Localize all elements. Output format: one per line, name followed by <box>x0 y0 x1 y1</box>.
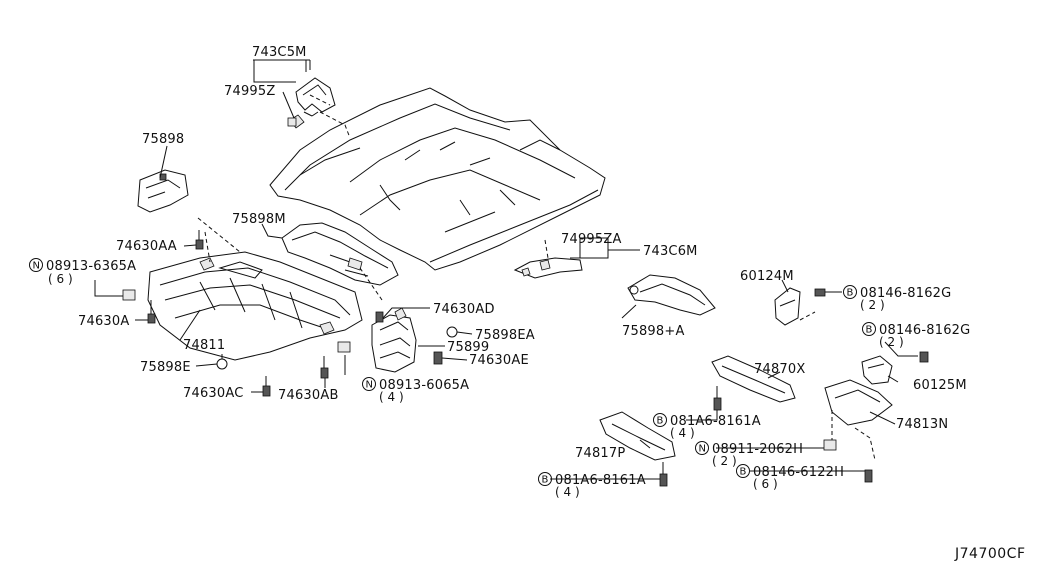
label-08911-2062h: 08911-2062H <box>712 442 803 457</box>
b-badge-icon <box>736 464 750 478</box>
label-74817p: 74817P <box>575 446 625 461</box>
label-74630ab: 74630AB <box>278 388 339 403</box>
label-75899: 75899 <box>447 340 489 355</box>
diagram-reference-code: J74700CF <box>954 546 1026 562</box>
label-75898a: 75898+A <box>622 324 685 339</box>
label-743c6m: 743C6M <box>643 244 698 259</box>
label-74995za: 74995ZA <box>561 232 622 247</box>
part-75898a <box>627 274 716 316</box>
n-badge-icon <box>29 258 43 272</box>
labels: 743C5M 74995Z 75898 75898M 74630AA N 089… <box>29 45 1026 562</box>
label-74995z: 74995Z <box>224 84 275 99</box>
label-74870x: 74870X <box>754 362 805 377</box>
label-60125m: 60125M <box>913 378 967 393</box>
bracket-743c5m <box>289 77 336 129</box>
b-badge-icon <box>843 285 857 299</box>
label-743c5m: 743C5M <box>252 45 307 60</box>
n-badge-letter: N <box>33 261 40 272</box>
part-75898m <box>281 222 399 286</box>
label-08913-6365a: 08913-6365A <box>46 259 136 274</box>
part-75898 <box>137 169 189 213</box>
label-74630ac: 74630AC <box>183 386 244 401</box>
fasteners <box>122 117 929 487</box>
qty-08146-6122h: ( 6 ) <box>753 477 778 491</box>
part-60124m <box>774 287 816 326</box>
qty-08913-6365a: ( 6 ) <box>48 272 73 286</box>
b-badge-letter: B <box>542 475 549 486</box>
label-74811: 74811 <box>183 338 225 353</box>
part-74870x <box>711 355 796 403</box>
label-08146-8162g-b: 08146-8162G <box>879 323 970 338</box>
part-74817p <box>599 411 676 461</box>
b-badge-letter: B <box>847 288 854 299</box>
qty-08146-8162g-a: ( 2 ) <box>860 298 885 312</box>
label-75898ea: 75898EA <box>475 328 535 343</box>
b-badge-letter: B <box>866 325 873 336</box>
b-badge-letter: B <box>740 467 747 478</box>
label-74630a: 74630A <box>78 314 129 329</box>
label-75898e: 75898E <box>140 360 191 375</box>
part-75899 <box>371 307 417 373</box>
qty-08146-8162g-b: ( 2 ) <box>879 335 904 349</box>
n-badge-letter: N <box>699 444 706 455</box>
part-74813n <box>824 379 893 461</box>
label-75898m: 75898M <box>232 212 286 227</box>
qty-08913-6065a: ( 4 ) <box>379 390 404 404</box>
label-08913-6065a: 08913-6065A <box>379 378 469 393</box>
b-badge-icon <box>538 472 552 486</box>
qty-081a6-8161a-b: ( 4 ) <box>555 485 580 499</box>
floor-pan <box>269 87 606 271</box>
b-badge-icon <box>862 322 876 336</box>
leader-lines <box>94 59 918 480</box>
label-60124m: 60124M <box>740 269 794 284</box>
label-74630ae: 74630AE <box>469 353 529 368</box>
label-08146-8162g-a: 08146-8162G <box>860 286 951 301</box>
label-74630aa: 74630AA <box>116 239 177 254</box>
b-badge-icon <box>653 413 667 427</box>
qty-081a6-8161a-a: ( 4 ) <box>670 426 695 440</box>
n-badge-icon <box>362 377 376 391</box>
part-74811-under-cover <box>147 251 363 361</box>
label-75898: 75898 <box>142 132 184 147</box>
label-74813n: 74813N <box>896 417 948 432</box>
label-081a6-8161a-b: 081A6-8161A <box>555 473 646 488</box>
label-081a6-8161a-a: 081A6-8161A <box>670 414 761 429</box>
label-08146-6122h: 08146-6122H <box>753 465 844 480</box>
n-badge-icon <box>695 441 709 455</box>
part-60125m <box>861 355 893 385</box>
n-badge-letter: N <box>366 380 373 391</box>
label-74630ad: 74630AD <box>433 302 495 317</box>
bracket-743c6m <box>513 257 583 279</box>
qty-08911-2062h: ( 2 ) <box>712 454 737 468</box>
b-badge-letter: B <box>657 416 664 427</box>
